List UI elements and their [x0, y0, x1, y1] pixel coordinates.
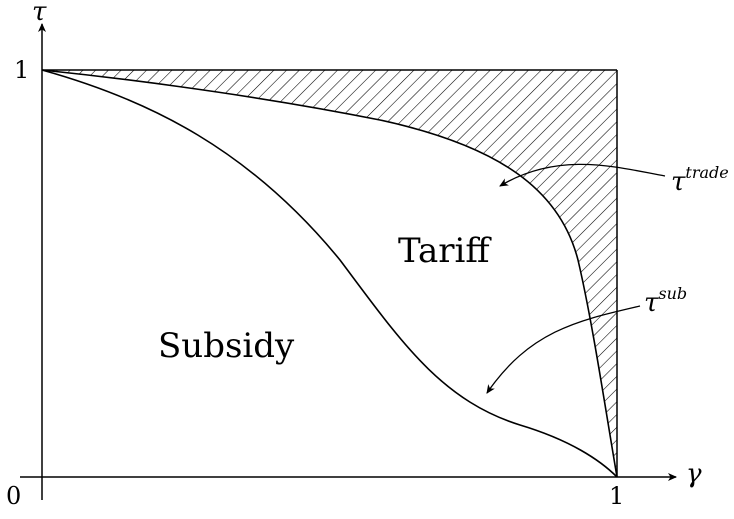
y-tick-one: 1 — [14, 56, 29, 84]
x-axis-label: γ — [686, 459, 702, 489]
subsidy-label: Subsidy — [158, 326, 295, 366]
tau-trade-sup: trade — [685, 163, 728, 182]
tau-sub-label: τsub — [644, 284, 687, 318]
hatched-region — [42, 70, 617, 477]
tau-trade-curve — [41, 69, 618, 478]
tau-sub-curve — [41, 69, 618, 478]
x-tick-one: 1 — [609, 482, 624, 510]
tariff-label: Tariff — [398, 231, 492, 271]
origin-label: 0 — [6, 482, 21, 510]
tau-sub-sup: sub — [658, 284, 687, 303]
y-axis-label: τ — [32, 0, 47, 27]
tau-trade-arrow — [499, 163, 666, 187]
tau-trade-label: τtrade — [671, 163, 729, 197]
tau-sub-base: τ — [644, 288, 659, 318]
tau-sub-arrow — [486, 305, 641, 394]
tau-trade-base: τ — [671, 167, 686, 197]
